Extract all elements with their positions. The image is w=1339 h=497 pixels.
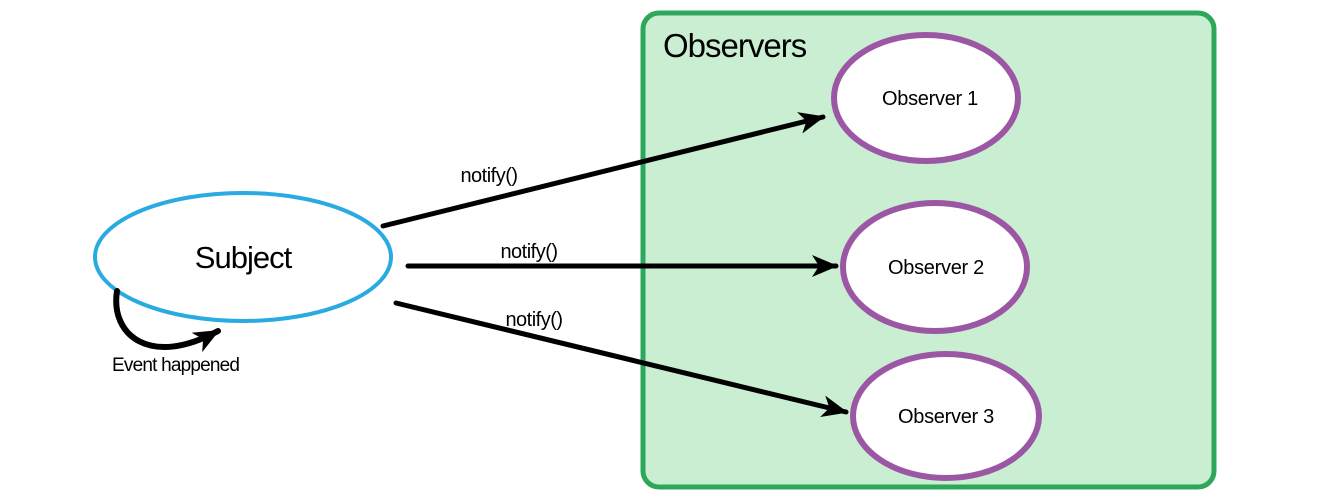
observer-label-2: Observer 2 [888,257,984,279]
notify-label-3: notify() [505,309,562,331]
observer-node-3 [850,351,1042,481]
event-happened-label: Event happened [112,355,239,376]
observers-group-title: Observers [663,27,807,64]
notify-arrow-1 [380,112,826,229]
notify-arrow-3 [393,300,849,418]
observer-node-1 [831,32,1021,164]
observer-label-3: Observer 3 [898,406,994,428]
subject-node [93,191,393,323]
subject-label: Subject [195,240,293,275]
observer-label-1: Observer 1 [882,88,978,110]
observer-node-2 [840,200,1030,334]
event-self-loop-arrow [113,288,221,353]
notify-label-2: notify() [500,241,557,263]
notify-label-1: notify() [460,165,517,187]
